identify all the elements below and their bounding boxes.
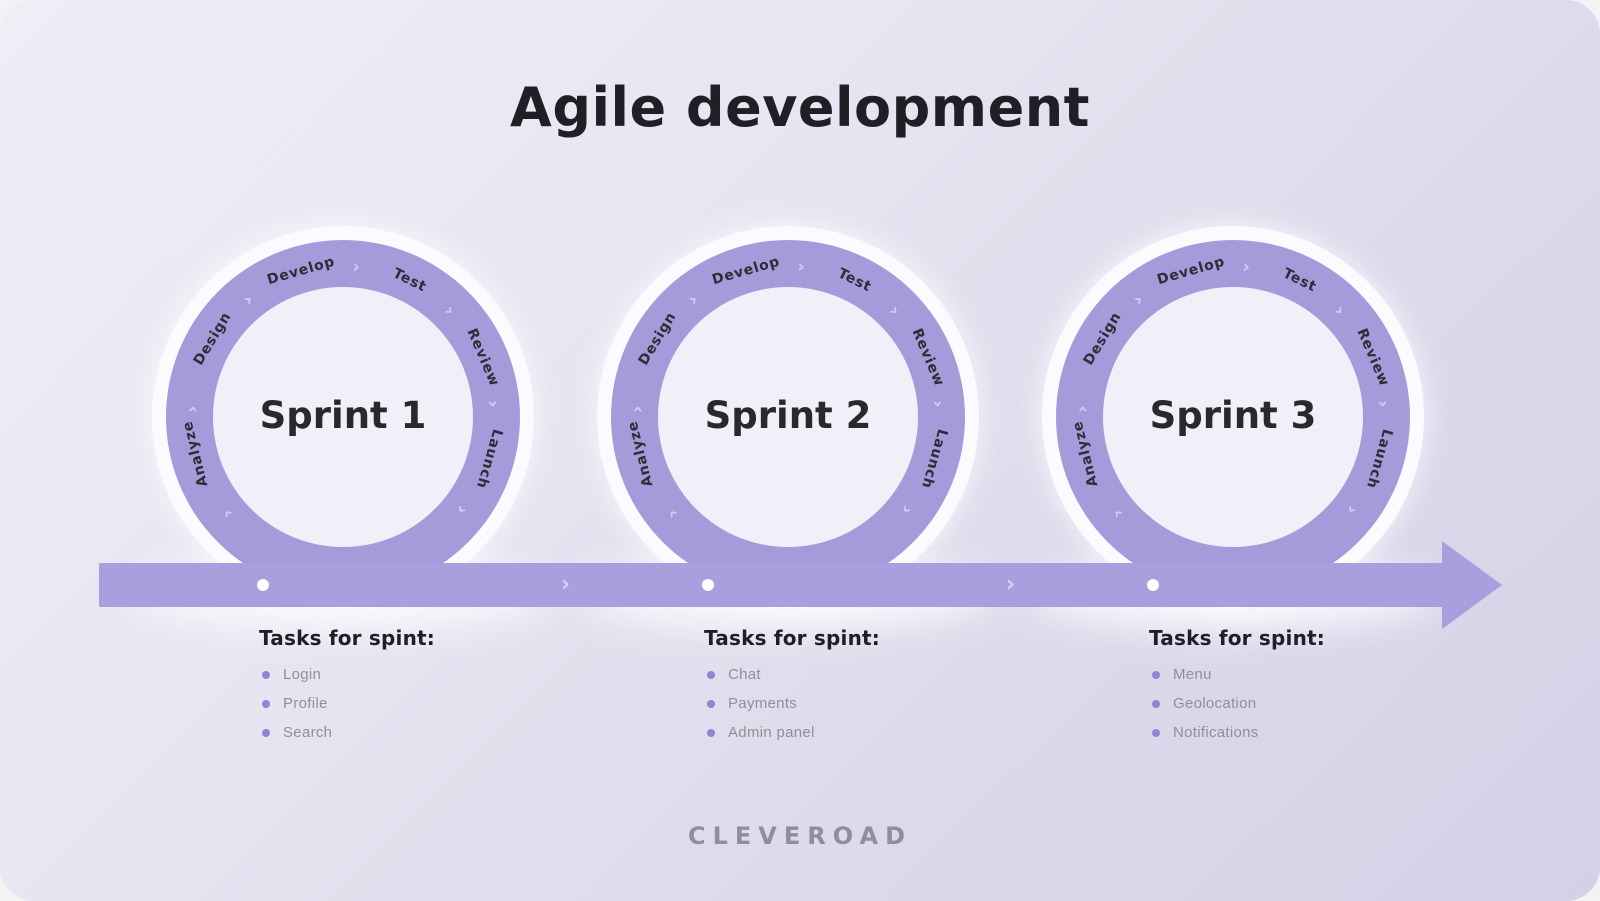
sprint-title: Sprint 1: [259, 393, 427, 437]
chevron-icon: ›: [796, 256, 806, 278]
tasks-heading: Tasks for spint:: [259, 626, 435, 650]
chevron-icon: ›: [182, 404, 204, 414]
bullet-icon: [707, 699, 715, 708]
chevron-icon: ›: [1006, 572, 1016, 597]
bullet-icon: [707, 728, 715, 737]
task-label: Search: [283, 724, 333, 741]
chevron-icon: ›: [627, 404, 649, 414]
bullet-icon: [262, 699, 270, 708]
chevron-icon: ›: [1241, 256, 1251, 278]
chevron-icon: ›: [927, 399, 949, 409]
task-label: Payments: [728, 695, 798, 712]
task-label: Menu: [1173, 666, 1212, 683]
bullet-icon: [1152, 728, 1160, 737]
sprint-title: Sprint 2: [704, 393, 872, 437]
bullet-icon: [1152, 699, 1160, 708]
chevron-icon: ›: [561, 572, 571, 597]
task-label: Profile: [283, 695, 328, 712]
bullet-icon: [262, 728, 270, 737]
task-label: Geolocation: [1173, 695, 1257, 712]
timeline-dot-icon: [702, 579, 714, 591]
chevron-icon: ›: [482, 399, 504, 409]
task-item: Menu: [1149, 660, 1325, 689]
task-item: Admin panel: [704, 718, 880, 747]
task-item: Profile: [259, 689, 435, 718]
task-item: Geolocation: [1149, 689, 1325, 718]
task-label: Notifications: [1173, 724, 1259, 741]
bullet-icon: [262, 670, 270, 679]
task-item: Login: [259, 660, 435, 689]
tasks-heading: Tasks for spint:: [1149, 626, 1325, 650]
sprint-inner-circle: [658, 287, 918, 547]
sprint-title: Sprint 3: [1149, 393, 1317, 437]
task-item: Notifications: [1149, 718, 1325, 747]
chevron-icon: ›: [351, 256, 361, 278]
timeline-dot-icon: [1147, 579, 1159, 591]
task-label: Login: [283, 666, 322, 683]
task-label: Admin panel: [728, 724, 815, 741]
tasks-heading: Tasks for spint:: [704, 626, 880, 650]
task-label: Chat: [728, 666, 761, 683]
bullet-icon: [1152, 670, 1160, 679]
sprint-inner-circle: [213, 287, 473, 547]
timeline-dot-icon: [257, 579, 269, 591]
task-item: Search: [259, 718, 435, 747]
bullet-icon: [707, 670, 715, 679]
timeline-arrow: [99, 541, 1502, 629]
brand-logo: CLEVEROAD: [687, 822, 912, 850]
sprint-inner-circle: [1103, 287, 1363, 547]
task-item: Chat: [704, 660, 880, 689]
arrowhead-icon: [1442, 541, 1502, 629]
chevron-icon: ›: [1372, 399, 1394, 409]
task-item: Payments: [704, 689, 880, 718]
page-title: Agile development: [510, 76, 1090, 139]
chevron-icon: ›: [1072, 404, 1094, 414]
